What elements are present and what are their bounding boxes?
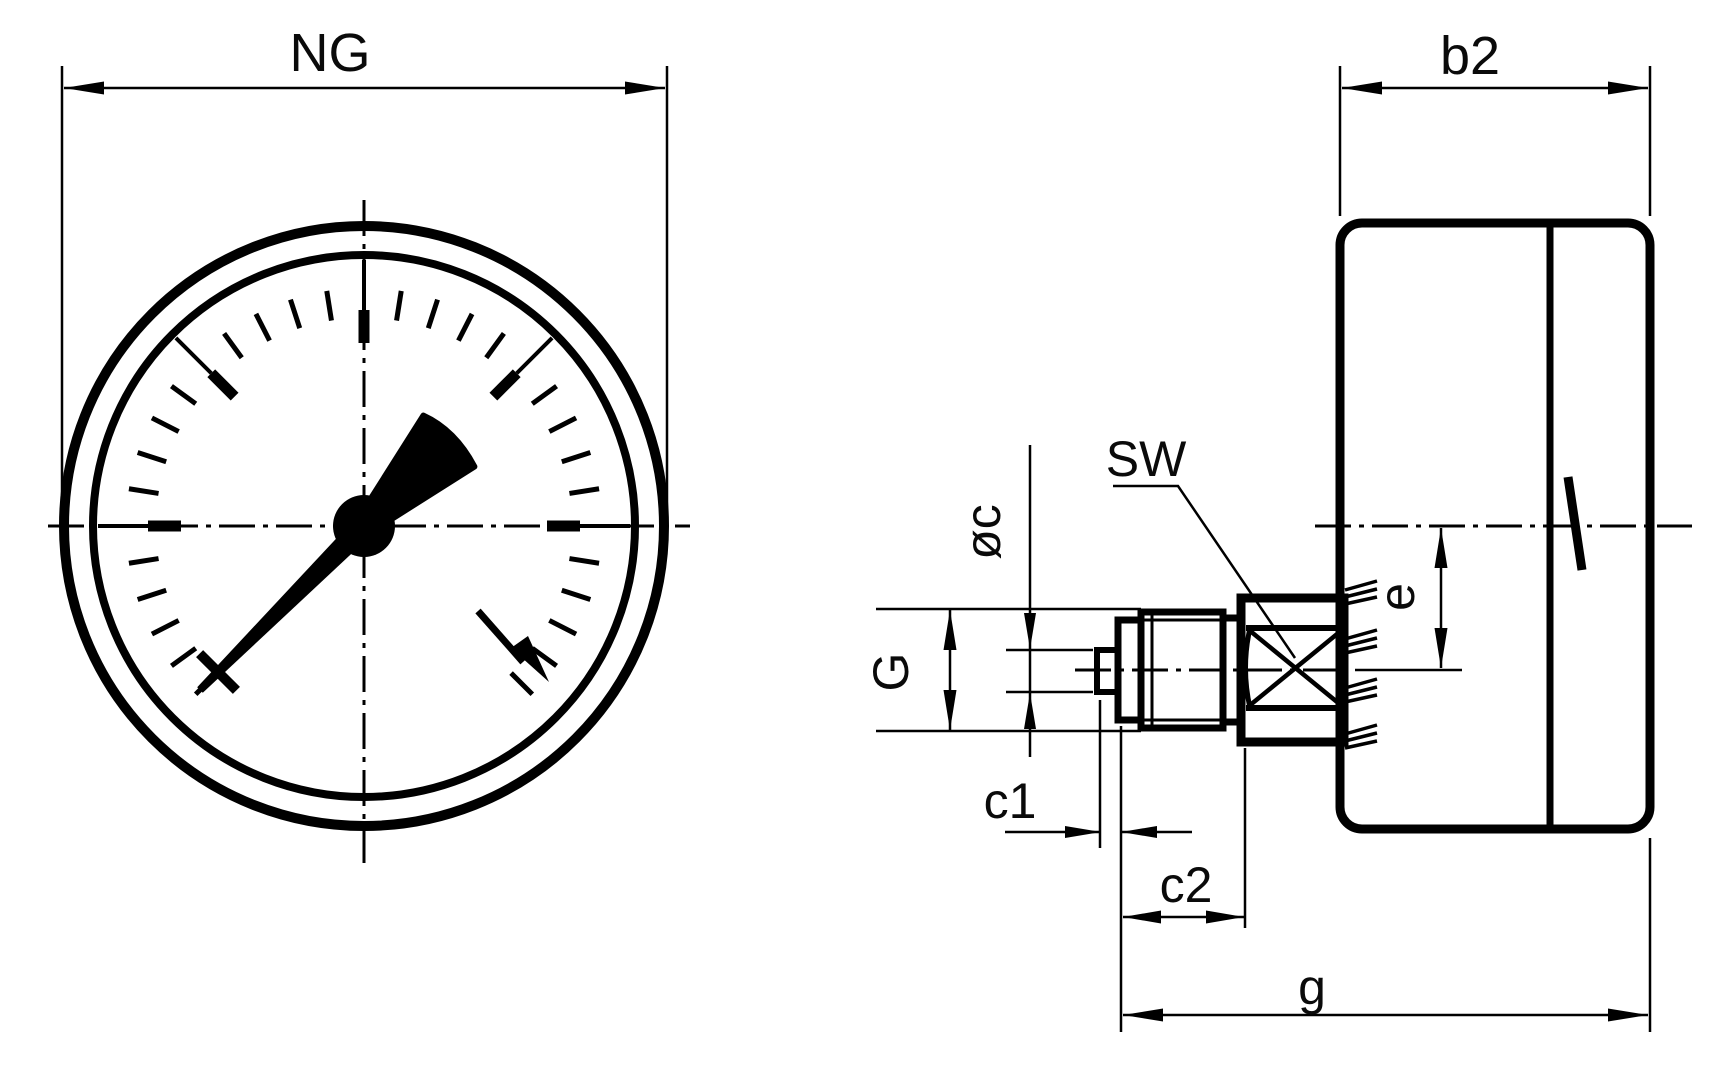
c1-dimension: c1	[984, 700, 1192, 1032]
needle-hub	[333, 495, 395, 557]
ng-dimension: NG	[60, 23, 669, 530]
needle-counterweight	[366, 412, 478, 524]
hex-nut	[1236, 593, 1349, 747]
needle-shaft	[197, 532, 358, 693]
dial-tick-marks	[98, 260, 630, 697]
gauge-needle	[196, 412, 478, 694]
dial-stop-pin	[475, 608, 549, 682]
g-total-dimension: g	[1123, 838, 1652, 1032]
c2-dimension: c2	[1123, 748, 1247, 928]
case-body	[1335, 218, 1655, 834]
connection-stub	[1094, 579, 1378, 750]
bezel-surface-tick	[1563, 476, 1587, 571]
gauge-outer-ring	[59, 221, 669, 831]
oc-label: øc	[955, 504, 1011, 560]
gauge-front-view: NG	[48, 23, 690, 868]
e-dimension: e	[1355, 528, 1462, 672]
case-joint-serration-marks	[1344, 579, 1378, 750]
c2-label: c2	[1160, 857, 1213, 913]
b2-dimension: b2	[1338, 26, 1652, 216]
sw-callout: SW	[1106, 431, 1297, 659]
e-label: e	[1369, 583, 1425, 611]
ng-label: NG	[290, 23, 371, 83]
sw-label: SW	[1106, 431, 1187, 487]
sw-leader-line	[1113, 484, 1297, 659]
g-thread-label: G	[863, 653, 919, 692]
c1-label: c1	[984, 773, 1037, 829]
needle-tip-cross	[196, 650, 240, 694]
g-thread-dimension: G	[863, 607, 1141, 733]
gauge-side-view: b2 SW G øc	[863, 26, 1692, 1032]
oc-dimension: øc	[955, 445, 1093, 757]
b2-label: b2	[1440, 26, 1500, 86]
g-total-label: g	[1298, 959, 1326, 1015]
gauge-dial-ring	[89, 251, 639, 801]
